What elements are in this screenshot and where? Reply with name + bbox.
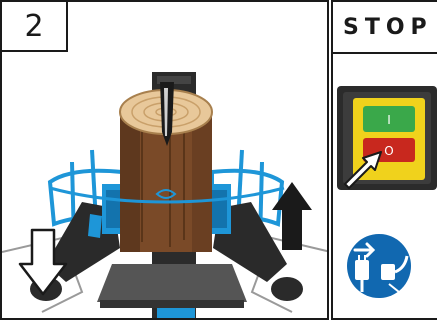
switch-off-label: O [384, 144, 393, 158]
handle-right [271, 277, 303, 301]
stop-panel: STOP I O [331, 0, 437, 320]
step-number: 2 [2, 2, 68, 52]
switch-on-label: I [387, 113, 391, 127]
base-plate [97, 264, 247, 302]
stop-illustrations: I O [333, 2, 437, 320]
step-panel: 2 [0, 0, 329, 320]
